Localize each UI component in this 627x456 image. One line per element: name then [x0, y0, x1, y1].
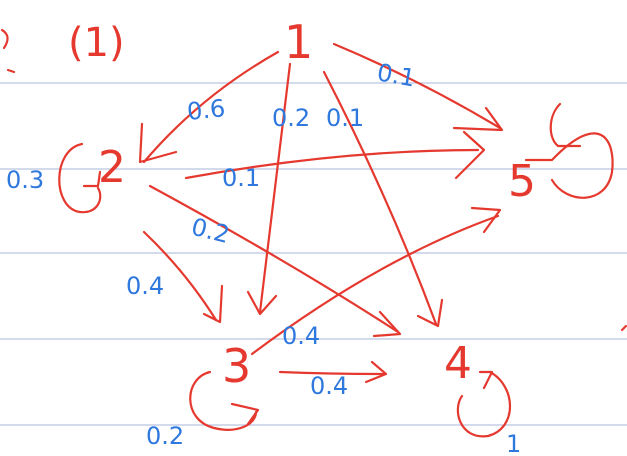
arrow-1-to-5	[332, 42, 502, 130]
state-node-1: 1	[284, 15, 313, 69]
arrowhead	[454, 130, 486, 180]
arrowhead	[372, 310, 402, 338]
edge-scribble	[620, 324, 627, 332]
arrowhead	[364, 360, 388, 384]
arrowhead	[416, 298, 444, 328]
arrow-1-to-3	[258, 62, 292, 314]
arrowhead	[202, 284, 224, 324]
self-loop-4	[456, 370, 511, 438]
arrowhead	[549, 102, 582, 148]
loop-label-4: 1	[506, 430, 521, 456]
arrowhead	[138, 122, 178, 164]
arrow-2-to-5	[184, 148, 480, 180]
arrowhead	[470, 206, 502, 234]
probability-labels: 0.6 0.2 0.1 0.1 0.1 0.2 0.4 0.4 0.4 0.3 …	[6, 58, 521, 456]
prob-label-2-4: 0.2	[189, 213, 233, 249]
arrow-1-to-2	[142, 50, 280, 164]
edge-scribble	[0, 28, 16, 74]
arrowhead	[246, 290, 278, 316]
ruled-lines	[0, 82, 627, 426]
arrow-2-to-4	[148, 184, 400, 334]
arrowhead	[452, 106, 504, 132]
problem-label: (1)	[68, 20, 125, 66]
state-node-3: 3	[222, 339, 251, 393]
arrow-3-to-4	[278, 370, 386, 376]
state-node-2: 2	[98, 142, 126, 193]
prob-label-1-2: 0.6	[186, 94, 227, 126]
prob-label-2-3: 0.4	[126, 272, 164, 300]
prob-label-3-4: 0.4	[310, 372, 348, 400]
self-loop-5	[524, 132, 614, 199]
self-loops	[58, 102, 614, 438]
arrow-5-to-3	[250, 214, 500, 356]
prob-label-1-3: 0.2	[272, 104, 310, 132]
transition-arrows	[138, 42, 504, 384]
arrow-2-to-3	[142, 230, 218, 322]
prob-label-2-5: 0.1	[222, 164, 260, 192]
state-node-4: 4	[444, 338, 472, 389]
loop-label-2: 0.3	[6, 166, 44, 194]
arrow-1-to-4	[322, 70, 438, 326]
arrowhead	[230, 402, 260, 426]
prob-label-1-5: 0.1	[375, 58, 417, 92]
prob-label-5-3: 0.4	[282, 322, 320, 350]
arrowhead	[82, 170, 102, 188]
arrowhead	[478, 370, 494, 390]
prob-label-1-4: 0.1	[326, 104, 364, 132]
state-node-5: 5	[508, 156, 536, 207]
self-loop-2	[58, 142, 102, 214]
loop-label-3: 0.2	[146, 422, 184, 450]
